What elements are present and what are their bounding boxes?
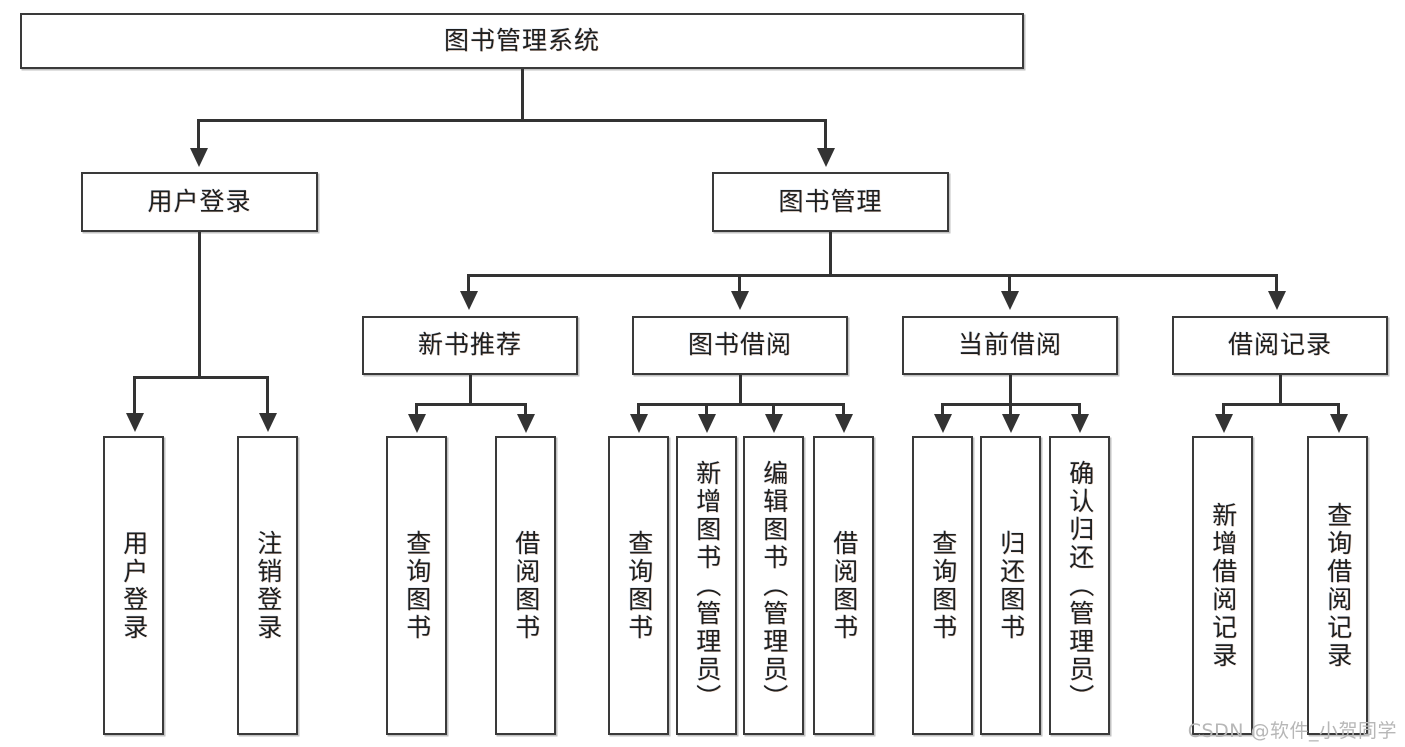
arrow-to-current-borrow — [1001, 291, 1019, 310]
node-book-manage[interactable]: 图书管理 — [712, 172, 949, 232]
arrow-to-leaf-borrow-book-2 — [835, 414, 853, 433]
leaf-add-book-admin[interactable]: 新增图书（管理员） — [676, 436, 737, 735]
leaf-user-login[interactable]: 用户登录 — [103, 436, 164, 735]
node-label: 图书管理系统 — [443, 25, 600, 55]
node-new-book-recommend[interactable]: 新书推荐 — [362, 316, 578, 375]
connector-borrow-record-stem — [1279, 375, 1282, 405]
connector-user-login-stem — [198, 232, 201, 378]
node-label: 新增图书（管理员） — [692, 459, 722, 712]
leaf-edit-book-admin[interactable]: 编辑图书（管理员） — [743, 436, 804, 735]
connector-level3-bus — [467, 274, 1278, 277]
node-label: 编辑图书（管理员） — [759, 459, 789, 712]
arrow-to-leaf-user-login — [126, 413, 144, 432]
leaf-return-book[interactable]: 归还图书 — [980, 436, 1041, 735]
node-label: 归还图书 — [996, 529, 1026, 642]
node-borrow-record[interactable]: 借阅记录 — [1172, 316, 1388, 375]
arrow-to-leaf-borrow-book-1 — [517, 414, 535, 433]
leaf-query-book-borrow[interactable]: 查询图书 — [608, 436, 669, 735]
leaf-borrow-book-borrow[interactable]: 借阅图书 — [813, 436, 874, 735]
arrow-to-leaf-edit-book — [765, 414, 783, 433]
node-label: 借阅记录 — [1227, 330, 1332, 360]
connector-book-borrow-stem — [739, 375, 742, 405]
arrow-to-leaf-logout — [259, 413, 277, 432]
connector-book-borrow-drop-2 — [705, 403, 708, 415]
connector-book-borrow-drop-1 — [637, 403, 640, 415]
arrow-to-leaf-confirm-return — [1071, 414, 1089, 433]
connector-user-login-drop-1 — [133, 376, 136, 414]
connector-level3-drop-4 — [1275, 274, 1278, 292]
node-label: 借阅图书 — [829, 529, 859, 642]
connector-new-book-stem — [469, 375, 472, 405]
connector-current-borrow-drop-3 — [1078, 403, 1081, 415]
arrow-to-leaf-query-book-2 — [630, 414, 648, 433]
node-current-borrow[interactable]: 当前借阅 — [902, 316, 1118, 375]
connector-current-borrow-stem — [1009, 375, 1012, 405]
arrow-to-leaf-add-record — [1215, 414, 1233, 433]
connector-new-book-drop-2 — [524, 403, 527, 415]
node-root-system[interactable]: 图书管理系统 — [20, 13, 1024, 69]
leaf-query-borrow-record[interactable]: 查询借阅记录 — [1307, 436, 1368, 735]
connector-root-stem — [521, 69, 524, 121]
leaf-query-book-new[interactable]: 查询图书 — [386, 436, 447, 735]
arrow-to-leaf-query-book-1 — [408, 414, 426, 433]
connector-book-borrow-drop-4 — [842, 403, 845, 415]
connector-level3-drop-2 — [738, 274, 741, 292]
leaf-query-book-current[interactable]: 查询图书 — [912, 436, 973, 735]
node-label: 借阅图书 — [511, 529, 541, 642]
node-label: 用户登录 — [119, 529, 149, 642]
connector-level3-drop-1 — [467, 274, 470, 292]
connector-level3-drop-3 — [1008, 274, 1011, 292]
node-user-login[interactable]: 用户登录 — [81, 172, 318, 232]
arrow-to-borrow-record — [1268, 291, 1286, 310]
connector-level2-drop-2 — [824, 119, 827, 149]
node-label: 查询图书 — [402, 529, 432, 642]
connector-current-borrow-drop-1 — [941, 403, 944, 415]
connector-borrow-record-bus — [1222, 403, 1340, 406]
node-label: 图书借阅 — [687, 330, 792, 360]
arrow-to-leaf-query-book-3 — [934, 414, 952, 433]
leaf-logout[interactable]: 注销登录 — [237, 436, 298, 735]
connector-book-borrow-drop-3 — [772, 403, 775, 415]
node-label: 确认归还（管理员） — [1065, 459, 1095, 712]
connector-level2-drop-1 — [197, 119, 200, 149]
node-label: 新书推荐 — [417, 330, 522, 360]
leaf-borrow-book-new[interactable]: 借阅图书 — [495, 436, 556, 735]
arrow-to-leaf-return-book — [1002, 414, 1020, 433]
node-label: 注销登录 — [253, 529, 283, 642]
arrow-to-user-login — [190, 148, 208, 167]
leaf-confirm-return-admin[interactable]: 确认归还（管理员） — [1049, 436, 1110, 735]
arrow-to-leaf-query-record — [1330, 414, 1348, 433]
arrow-to-book-borrow — [731, 291, 749, 310]
node-label: 用户登录 — [147, 186, 252, 216]
node-label: 查询图书 — [624, 529, 654, 642]
connector-new-book-bus — [415, 403, 527, 406]
node-label: 新增借阅记录 — [1208, 501, 1238, 670]
connector-book-manage-stem — [829, 232, 832, 276]
connector-borrow-record-drop-2 — [1337, 403, 1340, 415]
arrow-to-new-book — [460, 291, 478, 310]
arrow-to-leaf-add-book — [698, 414, 716, 433]
node-label: 当前借阅 — [957, 330, 1062, 360]
node-label: 查询借阅记录 — [1323, 501, 1353, 670]
connector-book-borrow-bus — [637, 403, 845, 406]
node-book-borrow[interactable]: 图书借阅 — [632, 316, 848, 375]
connector-borrow-record-drop-1 — [1222, 403, 1225, 415]
connector-level2-bus — [197, 119, 827, 122]
connector-current-borrow-drop-2 — [1009, 403, 1012, 415]
connector-user-login-bus — [133, 376, 269, 379]
node-label: 图书管理 — [778, 186, 883, 216]
watermark-text: CSDN @软件_小贺同学 — [1187, 720, 1397, 742]
node-label: 查询图书 — [928, 529, 958, 642]
connector-new-book-drop-1 — [415, 403, 418, 415]
connector-user-login-drop-2 — [266, 376, 269, 414]
leaf-add-borrow-record[interactable]: 新增借阅记录 — [1192, 436, 1253, 735]
arrow-to-book-manage — [817, 148, 835, 167]
